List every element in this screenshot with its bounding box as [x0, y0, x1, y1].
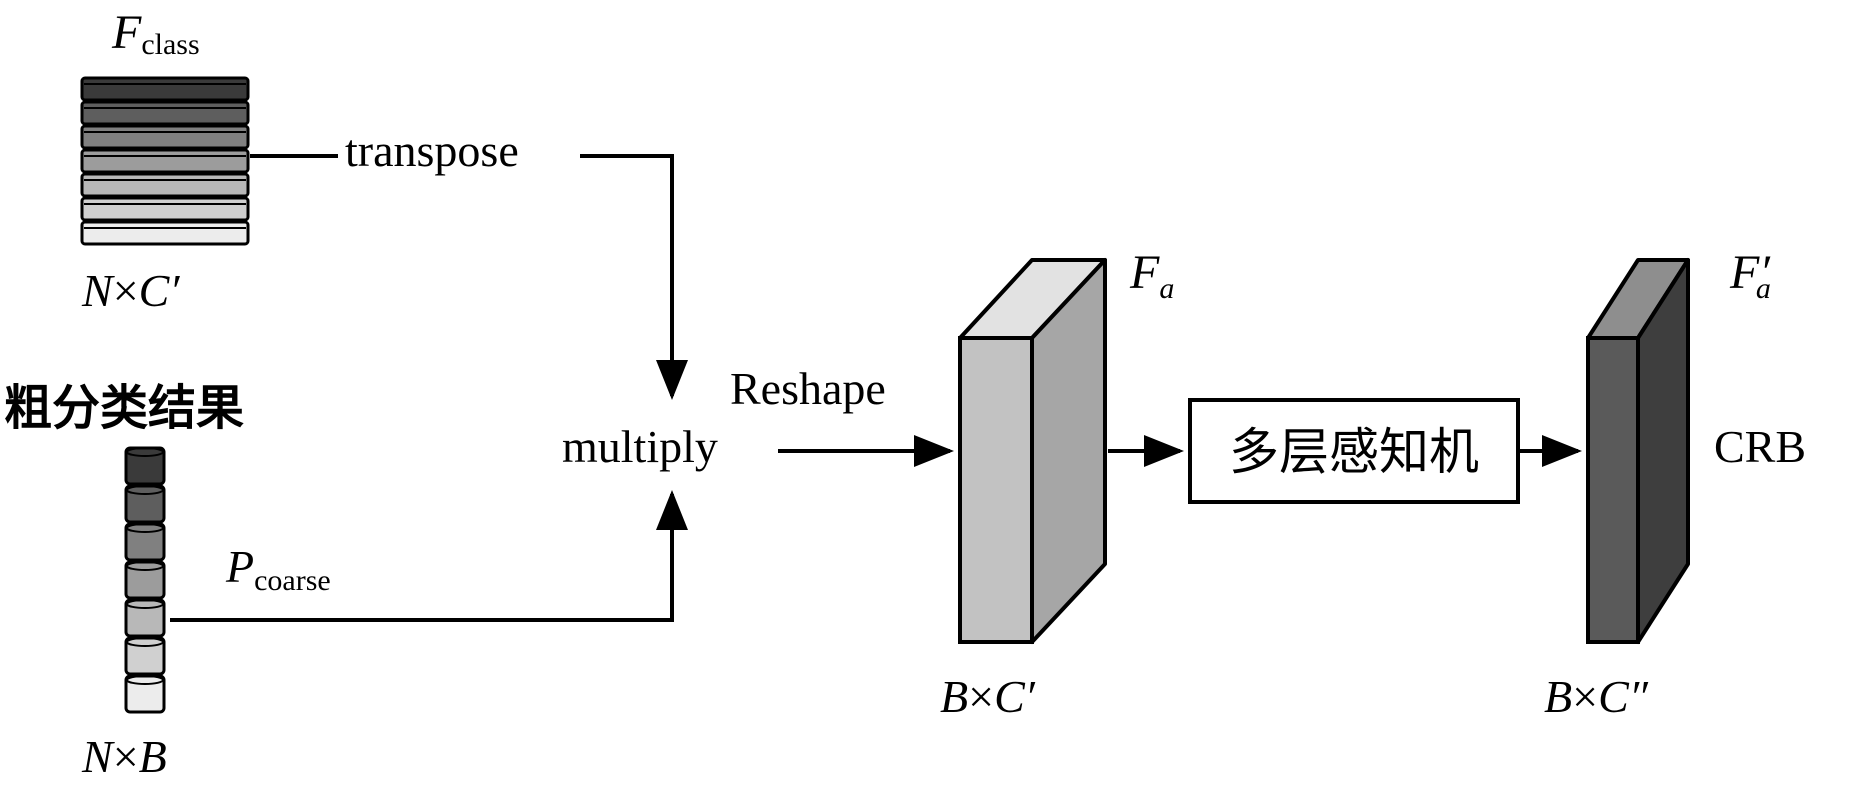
crb-label: CRB [1714, 421, 1806, 472]
coarse-disc-cap [126, 637, 164, 647]
f-class-label: Fclass [111, 6, 200, 61]
coarse-disc-cap [126, 523, 164, 533]
coarse-disc-cap [126, 485, 164, 495]
coarse-disc [124, 484, 166, 524]
class-slab [80, 76, 250, 102]
coarse-disc [124, 446, 166, 486]
fa-prime-block-front-face [1586, 336, 1640, 644]
coarse-disc-cap [126, 675, 164, 685]
fa-prime-block [1586, 258, 1690, 644]
fa-dimension: B×C′ [940, 671, 1036, 722]
class-slab [80, 100, 250, 126]
f-class-dimension: N×C′ [81, 265, 180, 316]
p-coarse-disc-stack [124, 446, 166, 714]
coarse-result-title: 粗分类结果 [4, 380, 244, 436]
fa-prime-dimension: B×C″ [1544, 671, 1649, 722]
fa-label: Fa [1129, 246, 1174, 305]
coarse-disc [124, 598, 166, 638]
coarse-disc-cap [126, 561, 164, 571]
class-slab [80, 220, 250, 246]
fa-prime-label: F′a [1729, 246, 1771, 305]
coarse-disc [124, 522, 166, 562]
coarse-disc-cap [126, 447, 164, 457]
class-slab [80, 124, 250, 150]
mlp-label: 多层感知机 [1229, 423, 1479, 481]
class-slab [80, 148, 250, 174]
p-coarse-arrow [170, 490, 688, 622]
fa-block [958, 258, 1107, 644]
p-coarse-label: Pcoarse [225, 541, 331, 597]
coarse-disc [124, 560, 166, 600]
f-class-feature-stack [80, 76, 250, 246]
coarse-disc-cap [126, 599, 164, 609]
transpose-label: transpose [345, 125, 519, 176]
mlp-box [1188, 398, 1520, 504]
multiply-label: multiply [562, 421, 718, 472]
transpose-arrow [580, 154, 688, 400]
class-slab [80, 196, 250, 222]
coarse-disc [124, 636, 166, 676]
coarse-disc [124, 674, 166, 714]
p-coarse-dimension: N×B [81, 731, 167, 782]
reshape-label: Reshape [730, 363, 886, 414]
fa-block-front-face [958, 336, 1034, 644]
class-slab [80, 172, 250, 198]
